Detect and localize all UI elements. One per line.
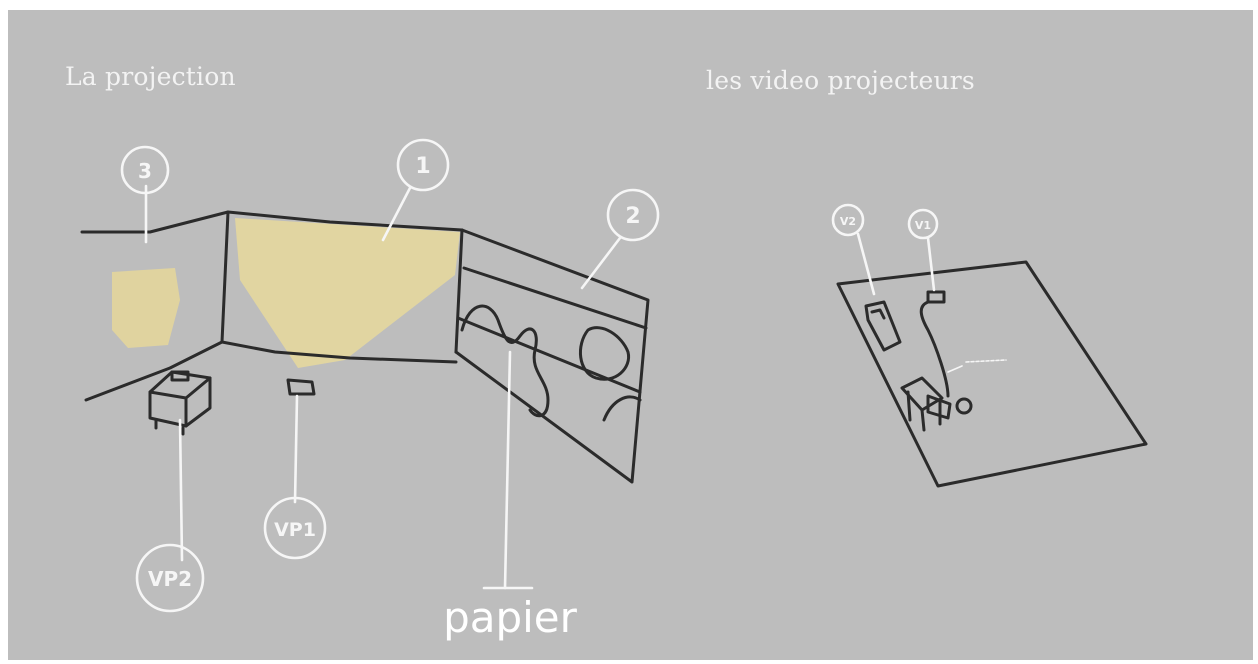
svg-text:V1: V1: [915, 219, 931, 232]
label-circle-2: 2: [608, 190, 658, 240]
projector-vp1: [288, 380, 314, 394]
label-circle-vp2: VP2: [137, 545, 203, 611]
svg-text:2: 2: [625, 204, 640, 229]
mini-label-v1: V1: [909, 210, 937, 290]
svg-text:1: 1: [415, 154, 430, 179]
svg-text:V2: V2: [840, 215, 856, 228]
svg-text:VP2: VP2: [148, 567, 192, 591]
label-circle-1: 1: [398, 140, 448, 190]
label-circle-vp1: VP1: [265, 498, 325, 558]
svg-text:3: 3: [138, 159, 152, 183]
paper-label: papier: [443, 593, 578, 642]
projector-sheet: [838, 262, 1146, 486]
svg-text:VP1: VP1: [274, 519, 316, 541]
projection-light: [112, 218, 460, 368]
